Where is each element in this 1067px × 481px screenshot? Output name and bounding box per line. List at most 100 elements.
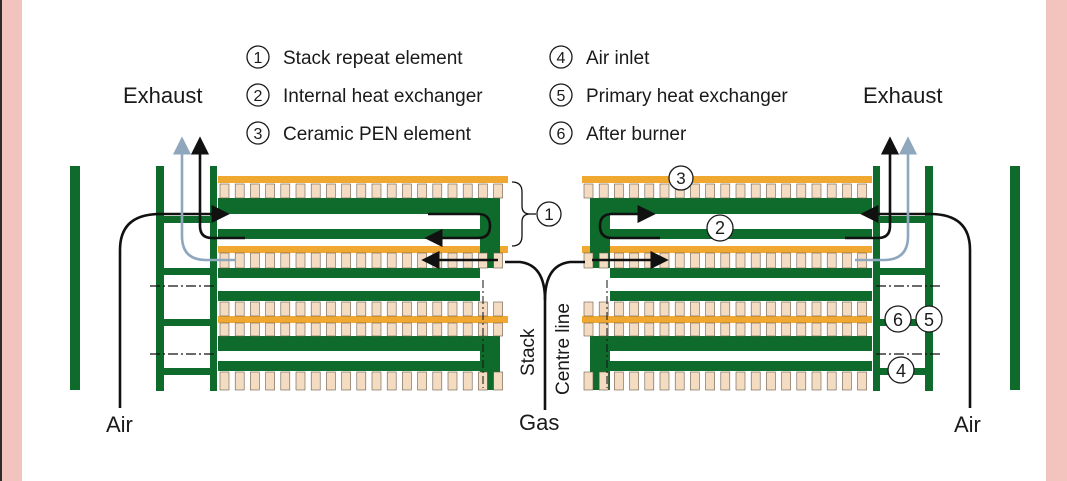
exhaust-right-label: Exhaust: [863, 83, 943, 108]
rib: [280, 301, 291, 317]
svg-text:Stack repeat element: Stack repeat element: [283, 48, 463, 69]
rib: [447, 371, 458, 391]
left-outer-wall: [70, 166, 80, 390]
rib: [735, 322, 746, 337]
rib: [614, 322, 624, 337]
rib: [386, 301, 397, 317]
rib: [250, 183, 260, 199]
rib: [219, 371, 230, 391]
rib: [598, 322, 609, 337]
callout-4: 4: [887, 356, 915, 384]
rib: [690, 301, 700, 317]
rib: [234, 301, 245, 317]
rib: [219, 301, 230, 317]
rib: [462, 301, 473, 317]
rib: [842, 252, 852, 269]
rib: [295, 183, 306, 199]
rib: [811, 322, 822, 337]
rib: [280, 371, 291, 391]
left-rule: [0, 0, 2, 481]
rib: [644, 322, 655, 337]
rib: [265, 371, 275, 391]
rib: [766, 252, 776, 269]
rib: [720, 252, 731, 269]
rib: [493, 322, 503, 337]
rib: [583, 183, 594, 199]
rib: [750, 183, 761, 199]
rib: [280, 252, 291, 269]
rib: [598, 301, 609, 317]
rib: [371, 322, 382, 337]
rib: [250, 371, 260, 391]
svg-text:2: 2: [715, 218, 725, 238]
air-left-label: Air: [106, 412, 133, 437]
callout-6: 6: [884, 305, 912, 333]
rib: [796, 322, 807, 337]
svg-text:3: 3: [676, 169, 685, 188]
rib: [766, 183, 776, 199]
rib: [659, 371, 670, 391]
rib: [598, 371, 609, 391]
right-outer-wall: [1010, 166, 1020, 390]
callout-3: 3: [668, 165, 694, 191]
rib: [493, 183, 503, 199]
rib: [766, 371, 776, 391]
rib: [447, 322, 458, 337]
rib: [356, 371, 367, 391]
svg-text:4: 4: [557, 50, 566, 67]
rib: [857, 322, 867, 337]
rib: [265, 252, 275, 269]
stack-label: Stack: [518, 328, 539, 376]
diagram-panel: [22, 0, 1046, 481]
rib: [720, 371, 731, 391]
rib: [478, 183, 488, 199]
rib: [781, 322, 791, 337]
rib: [659, 301, 670, 317]
rib: [432, 183, 443, 199]
rib: [250, 322, 260, 337]
callout-5: 5: [915, 305, 943, 333]
rib: [766, 301, 776, 317]
rib: [356, 252, 367, 269]
legend-item-4: 4 Air inlet: [549, 45, 650, 69]
rib: [629, 183, 639, 199]
rib: [796, 183, 807, 199]
rib: [417, 371, 427, 391]
rib: [280, 322, 291, 337]
rib: [462, 322, 473, 337]
rib: [720, 301, 731, 317]
rib: [674, 252, 685, 269]
rib: [295, 371, 306, 391]
svg-text:1: 1: [254, 50, 263, 67]
rib: [781, 371, 791, 391]
svg-text:6: 6: [893, 310, 903, 330]
rib: [614, 301, 624, 317]
rib: [432, 371, 443, 391]
rib: [310, 322, 321, 337]
rib: [402, 301, 412, 317]
rib: [690, 371, 700, 391]
rib: [735, 252, 746, 269]
centre-line-label: Centre line: [553, 303, 574, 395]
rib: [219, 322, 230, 337]
svg-text:5: 5: [557, 88, 566, 105]
rib: [402, 252, 412, 269]
rib: [234, 371, 245, 391]
rib: [796, 301, 807, 317]
rib: [417, 322, 427, 337]
legend-item-2: 2 Internal heat exchanger: [246, 83, 483, 107]
rib: [447, 183, 458, 199]
rib: [644, 183, 655, 199]
rib: [750, 301, 761, 317]
rib: [583, 301, 594, 317]
rib: [447, 301, 458, 317]
svg-text:6: 6: [557, 126, 566, 143]
rib: [690, 183, 700, 199]
gas-label: Gas: [519, 410, 559, 435]
svg-text:2: 2: [254, 88, 263, 105]
rib: [583, 322, 594, 337]
rib: [326, 301, 336, 317]
svg-text:Internal heat exchanger: Internal heat exchanger: [283, 86, 483, 107]
rib: [796, 371, 807, 391]
